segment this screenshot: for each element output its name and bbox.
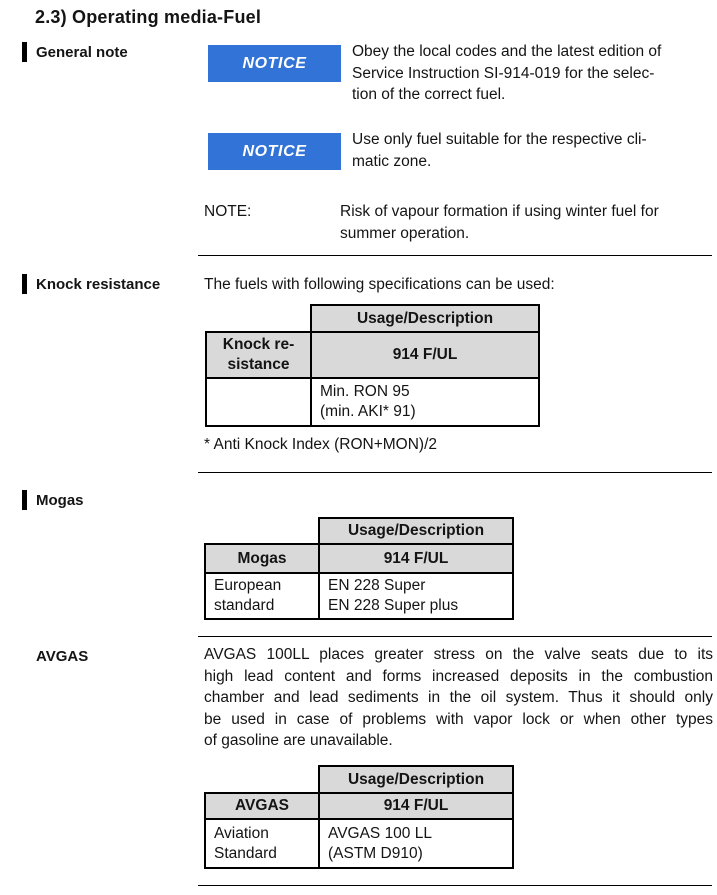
table-cell-value: EN 228 Super EN 228 Super plus xyxy=(318,572,514,620)
table-row: Usage/Description xyxy=(205,517,514,545)
table-row: Min. RON 95 (min. AKI* 91) xyxy=(205,377,540,427)
table-row: Mogas 914 F/UL xyxy=(204,543,514,574)
section-marker-knock-resistance xyxy=(22,274,27,294)
table-header-usage-description: Usage/Description xyxy=(318,765,514,794)
table-cell-label: European standard xyxy=(204,572,320,620)
notice-text-climatic-zone: Use only fuel suitable for the respectiv… xyxy=(352,131,647,170)
divider-rule xyxy=(198,885,712,886)
section-label-general-note: General note xyxy=(36,44,128,61)
section-marker-mogas xyxy=(22,490,27,510)
table-cell-spacer xyxy=(205,766,319,793)
section-label-avgas: AVGAS xyxy=(36,648,89,665)
table-column-header-engine: 914 F/UL xyxy=(318,792,514,820)
table-row: European standard EN 228 Super EN 228 Su… xyxy=(204,572,514,620)
section-marker-general-note xyxy=(22,42,27,62)
section-label-knock-resistance: Knock resistance xyxy=(36,276,161,293)
note-label: NOTE: xyxy=(204,203,252,220)
divider-rule xyxy=(198,255,712,256)
table-row: Knock re- sistance 914 F/UL xyxy=(205,331,540,379)
page-title: 2.3) Operating media-Fuel xyxy=(35,7,262,27)
table-row: Usage/Description xyxy=(206,304,540,333)
table-row-label: AVGAS xyxy=(204,792,320,820)
notice-badge: NOTICE xyxy=(208,45,341,82)
table-cell-spacer xyxy=(205,518,319,544)
notice-badge-label: NOTICE xyxy=(242,54,307,72)
divider-rule xyxy=(198,472,712,473)
anti-knock-footnote: * Anti Knock Index (RON+MON)/2 xyxy=(204,436,438,453)
notice-badge: NOTICE xyxy=(208,133,341,170)
section-label-mogas: Mogas xyxy=(36,492,84,509)
table-row-label: Mogas xyxy=(204,543,320,574)
avgas-paragraph-last-line: of gasoline are unavailable. xyxy=(204,732,393,749)
table-cell-label: Aviation Standard xyxy=(204,818,320,869)
table-cell-label xyxy=(205,377,312,427)
table-column-header-engine: 914 F/UL xyxy=(310,331,540,379)
table-header-usage-description: Usage/Description xyxy=(310,304,540,333)
table-row: Aviation Standard AVGAS 100 LL (ASTM D91… xyxy=(204,818,514,869)
table-row: AVGAS 914 F/UL xyxy=(204,792,514,820)
knock-resistance-intro: The fuels with following specifications … xyxy=(204,276,555,293)
mogas-table: Usage/Description Mogas 914 F/UL Europea… xyxy=(204,517,514,620)
knock-resistance-table: Usage/Description Knock re- sistance 914… xyxy=(205,304,540,427)
avgas-paragraph: AVGAS 100LL places greater stress on the… xyxy=(204,644,713,752)
notice-badge-label: NOTICE xyxy=(242,142,307,160)
table-row: Usage/Description xyxy=(205,765,514,794)
note-text-vapour: Risk of vapour formation if using winter… xyxy=(340,203,659,242)
divider-rule xyxy=(198,636,712,637)
table-header-usage-description: Usage/Description xyxy=(318,517,514,545)
table-row-label: Knock re- sistance xyxy=(205,331,312,379)
table-cell-value: Min. RON 95 (min. AKI* 91) xyxy=(310,377,540,427)
table-cell-spacer xyxy=(206,305,311,332)
notice-text-fuel-selection: Obey the local codes and the latest edit… xyxy=(352,43,662,103)
table-cell-value: AVGAS 100 LL (ASTM D910) xyxy=(318,818,514,869)
avgas-paragraph-lines: AVGAS 100LL places greater stress on the… xyxy=(204,646,713,728)
avgas-table: Usage/Description AVGAS 914 F/UL Aviatio… xyxy=(204,765,514,869)
table-column-header-engine: 914 F/UL xyxy=(318,543,514,574)
